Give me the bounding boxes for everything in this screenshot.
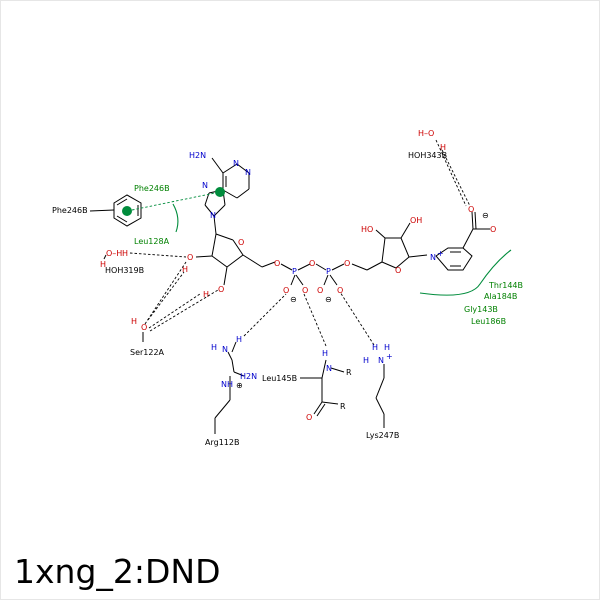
atom-label: H xyxy=(211,343,217,352)
phe-benzene-ring xyxy=(89,192,216,227)
atom-label: O xyxy=(187,253,193,262)
atom-label: O xyxy=(395,266,401,275)
hbond-ser122a xyxy=(144,261,187,325)
atom-label: H2N xyxy=(240,372,257,381)
atom-label: H2N xyxy=(189,151,206,160)
nicotinamide-ring xyxy=(435,211,490,271)
residue-label-leu128a: Leu128A xyxy=(134,237,170,246)
leu145b-backbone xyxy=(300,293,345,417)
atom-label: N xyxy=(222,345,228,354)
residue-label-ser122a: Ser122A xyxy=(130,348,165,357)
atom-label: H xyxy=(322,349,328,358)
atom-label: R xyxy=(346,368,352,377)
water-atoms: O–H xyxy=(106,249,122,258)
charge-plus: + xyxy=(437,249,444,258)
hydrophobic-arc-leu128a xyxy=(172,203,179,233)
atom-label: O xyxy=(309,259,315,268)
ribose-2 xyxy=(351,222,428,271)
atom-label: H xyxy=(384,343,390,352)
atom-label: R xyxy=(340,402,346,411)
atom-label: O xyxy=(468,205,474,214)
atom-label: H xyxy=(131,317,137,326)
hbond-hoh319b xyxy=(129,252,187,258)
atom-label: N xyxy=(210,211,216,220)
residue-label-gly143b: Gly143B xyxy=(464,305,498,314)
hbond-lys247b xyxy=(339,291,375,346)
residue-label-lys247b: Lys247B xyxy=(366,431,399,440)
atom-label: H xyxy=(236,335,242,344)
residue-label-leu145b: Leu145B xyxy=(262,374,297,383)
water-atoms: H xyxy=(440,143,446,152)
atom-label: N xyxy=(245,168,251,177)
atom-label: H xyxy=(363,356,369,365)
atom-label: O xyxy=(337,286,343,295)
adenine-group xyxy=(204,157,250,235)
atom-label: O xyxy=(306,413,312,422)
atom-label: N xyxy=(202,181,208,190)
ribose-1 xyxy=(195,233,276,286)
water-atoms: H xyxy=(122,249,128,258)
phosphate-atom: P xyxy=(292,267,297,276)
hbond-arg112b xyxy=(243,293,287,337)
hbond-ser122a xyxy=(148,293,201,329)
water-atoms: H xyxy=(100,260,106,269)
atom-label: N xyxy=(378,356,384,365)
hbond-leu145b xyxy=(303,293,327,347)
charge-minus: ⊖ xyxy=(482,211,489,220)
charge-minus: ⊖ xyxy=(325,295,332,304)
residue-label-phe246b: Phe246B xyxy=(134,184,170,193)
charge-plus-circle: ⊕ xyxy=(236,381,243,390)
atom-label: O xyxy=(490,225,496,234)
residue-label-arg112b: Arg112B xyxy=(205,438,239,447)
charge-plus: + xyxy=(386,352,393,361)
atom-label: OH xyxy=(410,216,422,225)
atom-label: HO xyxy=(361,225,373,234)
atom-label: O xyxy=(274,259,280,268)
residue-label-hoh343b: HOH343B xyxy=(408,151,447,160)
atom-label: O xyxy=(218,285,224,294)
atom-label: O xyxy=(141,323,147,332)
aromatic-centroid-marker xyxy=(215,187,225,197)
water-atoms: H–O xyxy=(418,129,434,138)
atom-label: NH xyxy=(221,380,233,389)
atom-label: O xyxy=(283,286,289,295)
charge-minus: ⊖ xyxy=(290,295,297,304)
atom-label: O xyxy=(344,259,350,268)
atom-label: O xyxy=(302,286,308,295)
lys247b-sidechain xyxy=(339,291,385,428)
residue-label-thr144b: Thr144B xyxy=(488,281,523,290)
hbond-hoh343b xyxy=(441,149,471,207)
hbond-ser122a xyxy=(147,271,185,321)
aromatic-centroid-marker xyxy=(122,206,132,216)
atom-label: H xyxy=(372,343,378,352)
atom-label: O xyxy=(238,238,244,247)
atom-label: H xyxy=(182,265,188,274)
atom-label: N xyxy=(326,364,332,373)
hbond-hoh343b xyxy=(435,139,467,207)
residue-label-ala184b: Ala184B xyxy=(484,292,517,301)
arg112b-sidechain xyxy=(214,293,287,434)
atom-label: O xyxy=(317,286,323,295)
residue-label-hoh319b: HOH319B xyxy=(105,266,144,275)
pyrophosphate xyxy=(280,263,345,286)
residue-label-phe246b: Phe246B xyxy=(52,206,88,215)
atom-label: N xyxy=(233,159,239,168)
phosphate-atom: P xyxy=(326,267,331,276)
atom-label: H xyxy=(203,290,209,299)
diagram-title: 1xng_2:DND xyxy=(14,552,221,591)
atom-label: N xyxy=(430,253,436,262)
hydrophobic-arc-nicotinamide xyxy=(419,249,512,296)
residue-label-leu186b: Leu186B xyxy=(471,317,506,326)
